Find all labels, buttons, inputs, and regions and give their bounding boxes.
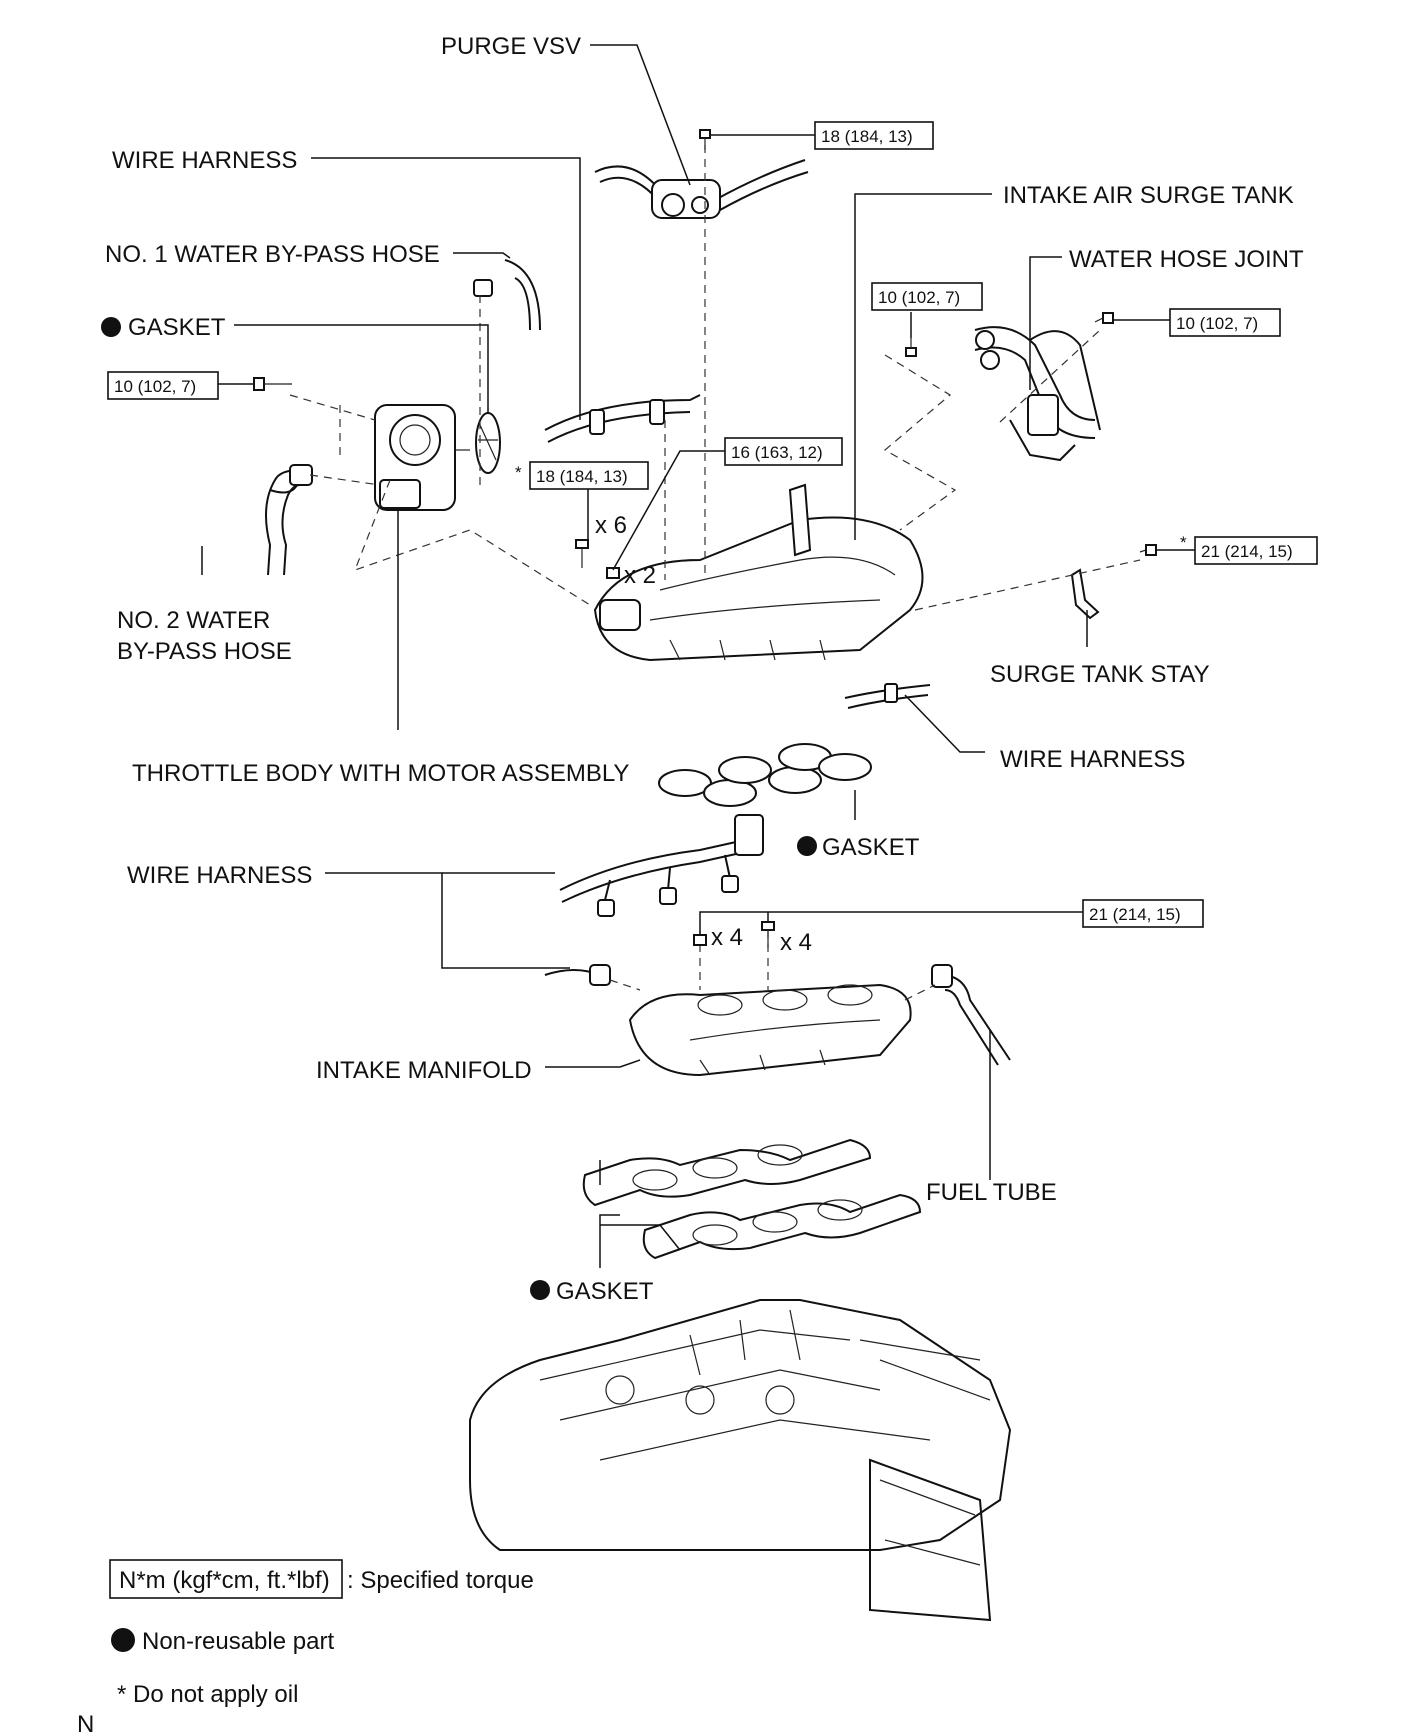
surge-bolt-icon xyxy=(575,539,589,568)
label-surge-tank-stay: SURGE TANK STAY xyxy=(990,661,1210,688)
intake-manifold-part xyxy=(544,964,912,1077)
surge-nut-icon xyxy=(606,567,620,579)
leader-lines xyxy=(201,44,1195,1268)
corner-mark: N xyxy=(77,1711,94,1734)
wire-harness-mid-part xyxy=(559,814,764,917)
torque-box-surge-center: 16 (163, 12) xyxy=(724,437,843,466)
non-reusable-dot-icon xyxy=(530,1280,550,1300)
label-purge-vsv: PURGE VSV xyxy=(441,33,581,60)
label-throttle-body: THROTTLE BODY WITH MOTOR ASSEMBLY xyxy=(132,760,629,787)
svg-text:21 (214, 15): 21 (214, 15) xyxy=(1089,905,1181,924)
label-intake-air-surge-tank: INTAKE AIR SURGE TANK xyxy=(1003,182,1294,209)
water-joint-left-bolt-icon xyxy=(905,338,917,357)
label-wire-harness-top: WIRE HARNESS xyxy=(112,147,297,174)
fuel-tube-part xyxy=(931,964,1011,1066)
legend-non-reusable: Non-reusable part xyxy=(142,1628,334,1655)
purge-vsv-bolt-icon xyxy=(699,129,711,150)
purge-vsv-part xyxy=(594,159,809,219)
fasteners xyxy=(253,129,1157,948)
non-reusable-dot-icon xyxy=(797,836,817,856)
manifold-gasket-part xyxy=(582,1138,922,1260)
torque-boxes: 18 (184, 13) 10 (102, 7) 10 (102, 7) 10 … xyxy=(107,121,1318,928)
water-hose-joint-part xyxy=(974,326,1101,462)
engine-block-part xyxy=(469,1299,1012,1622)
svg-text:21 (214, 15): 21 (214, 15) xyxy=(1201,542,1293,561)
label-no1-water-bypass-hose: NO. 1 WATER BY-PASS HOSE xyxy=(105,241,440,268)
label-intake-manifold: INTAKE MANIFOLD xyxy=(316,1057,532,1084)
alignment-lines xyxy=(289,145,1141,1001)
svg-text:18 (184, 13): 18 (184, 13) xyxy=(536,467,628,486)
asterisk-marker: * xyxy=(515,463,522,482)
surge-stay-bolt-icon xyxy=(1139,544,1157,556)
torque-box-purge-vsv: 18 (184, 13) xyxy=(814,121,934,150)
svg-text:10 (102, 7): 10 (102, 7) xyxy=(878,288,960,307)
surge-tank-stay-part xyxy=(1070,568,1100,620)
manifold-nut-icon xyxy=(693,934,707,946)
component-labels: PURGE VSV WIRE HARNESS INTAKE AIR SURGE … xyxy=(101,33,1304,1305)
count-surge-nuts: x 2 xyxy=(624,562,656,589)
legend-no-oil: * Do not apply oil xyxy=(117,1681,298,1708)
torque-box-surge-bolts: * 18 (184, 13) xyxy=(515,461,649,490)
label-water-hose-joint: WATER HOSE JOINT xyxy=(1069,246,1304,273)
non-reusable-dot-icon xyxy=(101,317,121,337)
label-wire-harness-right: WIRE HARNESS xyxy=(1000,746,1185,773)
no2-water-bypass-hose-part xyxy=(265,464,313,576)
label-no2-water-line1: NO. 2 WATER xyxy=(117,607,270,634)
label-wire-harness-mid: WIRE HARNESS xyxy=(127,862,312,889)
svg-text:10 (102, 7): 10 (102, 7) xyxy=(114,377,196,396)
label-gasket-bottom: GASKET xyxy=(556,1278,654,1305)
legend-torque-box xyxy=(109,1559,343,1599)
no1-water-bypass-hose-part xyxy=(473,259,541,331)
label-gasket-surge: GASKET xyxy=(822,834,920,861)
label-gasket-throttle: GASKET xyxy=(128,314,226,341)
svg-text:10 (102, 7): 10 (102, 7) xyxy=(1176,314,1258,333)
legend-torque-text: : Specified torque xyxy=(347,1567,534,1594)
intake-air-surge-tank-part xyxy=(593,483,924,662)
torque-box-water-joint-right: 10 (102, 7) xyxy=(1169,308,1281,337)
svg-text:18 (184, 13): 18 (184, 13) xyxy=(821,127,913,146)
throttle-body-part xyxy=(374,404,501,511)
torque-box-surge-stay: * 21 (214, 15) xyxy=(1180,533,1318,565)
svg-text:16 (163, 12): 16 (163, 12) xyxy=(731,443,823,462)
count-surge-bolts: x 6 xyxy=(595,512,627,539)
count-manifold-bolts: x 4 xyxy=(780,929,812,956)
water-joint-right-bolt-icon xyxy=(1094,312,1114,324)
manifold-bolt-icon xyxy=(761,921,775,948)
fastener-counts: x 6 x 2 x 4 x 4 xyxy=(595,512,812,956)
torque-box-manifold: 21 (214, 15) xyxy=(1082,899,1204,928)
label-fuel-tube: FUEL TUBE xyxy=(926,1179,1057,1206)
torque-box-water-joint-left: 10 (102, 7) xyxy=(871,282,983,311)
count-manifold-nuts: x 4 xyxy=(711,924,743,951)
non-reusable-dot-icon xyxy=(111,1628,135,1652)
wire-harness-top-part xyxy=(544,394,701,443)
throttle-bolt-icon xyxy=(253,377,292,391)
label-no2-water-line2: BY-PASS HOSE xyxy=(117,638,292,665)
legend-torque-box-text: N*m (kgf*cm, ft.*lbf) xyxy=(119,1567,330,1594)
surge-gasket-part xyxy=(658,743,872,807)
wire-harness-right-part xyxy=(844,683,931,709)
legend: N*m (kgf*cm, ft.*lbf) : Specified torque… xyxy=(109,1559,534,1708)
torque-box-throttle-bolt: 10 (102, 7) xyxy=(107,371,219,400)
asterisk-marker: * xyxy=(1180,533,1187,552)
